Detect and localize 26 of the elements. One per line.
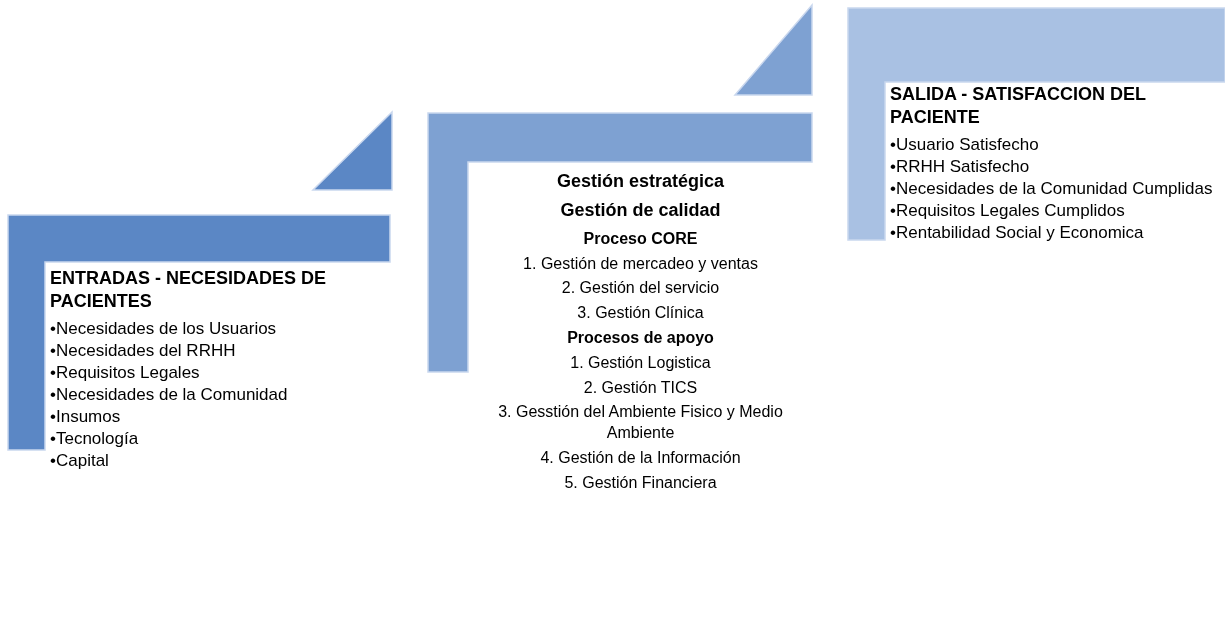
list-item: •Necesidades del RRHH xyxy=(50,339,236,362)
heading: Gestión de calidad xyxy=(560,199,721,223)
list-item: •Tecnología xyxy=(50,428,139,451)
list-item: 4. Gestión de la Información xyxy=(540,447,741,468)
heading: SALIDA - SATISFACCION DEL PACIENTE xyxy=(890,83,1147,130)
list-item: 2. Gestión del servicio xyxy=(561,278,720,299)
list-item: 3. Gestión Clínica xyxy=(577,303,704,324)
list-item: •RRHH Satisfecho xyxy=(890,155,1030,178)
list-item: 1. Gestión Logistica xyxy=(570,352,711,373)
subheading: Procesos de apoyo xyxy=(567,327,714,348)
list-item: •Necesidades de la Comunidad Cumplidas xyxy=(890,177,1213,200)
list-item: •Usuario Satisfecho xyxy=(890,133,1039,156)
list-item: •Rentabilidad Social y Economica xyxy=(890,222,1144,245)
subheading: Proceso CORE xyxy=(583,228,698,249)
heading: Gestión estratégica xyxy=(556,170,725,193)
list-item: 5. Gestión Financiera xyxy=(564,472,717,493)
list-item: •Requisitos Legales xyxy=(50,361,200,384)
list-item: •Necesidades de la Comunidad xyxy=(50,384,288,407)
list-item: 1. Gestión de mercadeo y ventas xyxy=(523,253,758,274)
list-item: •Capital xyxy=(50,450,109,473)
list-item: •Necesidades de los Usuarios xyxy=(50,317,277,340)
heading: ENTRADAS - NECESIDADES DE PACIENTES xyxy=(50,267,328,314)
list-item: •Requisitos Legales Cumplidos xyxy=(890,200,1125,223)
list-item: •Insumos xyxy=(50,406,121,429)
list-item: 2. Gestión TICS xyxy=(583,377,698,398)
list-item: 3. Gesstión del Ambiente Fisico y Medio Ambiente xyxy=(497,402,784,444)
